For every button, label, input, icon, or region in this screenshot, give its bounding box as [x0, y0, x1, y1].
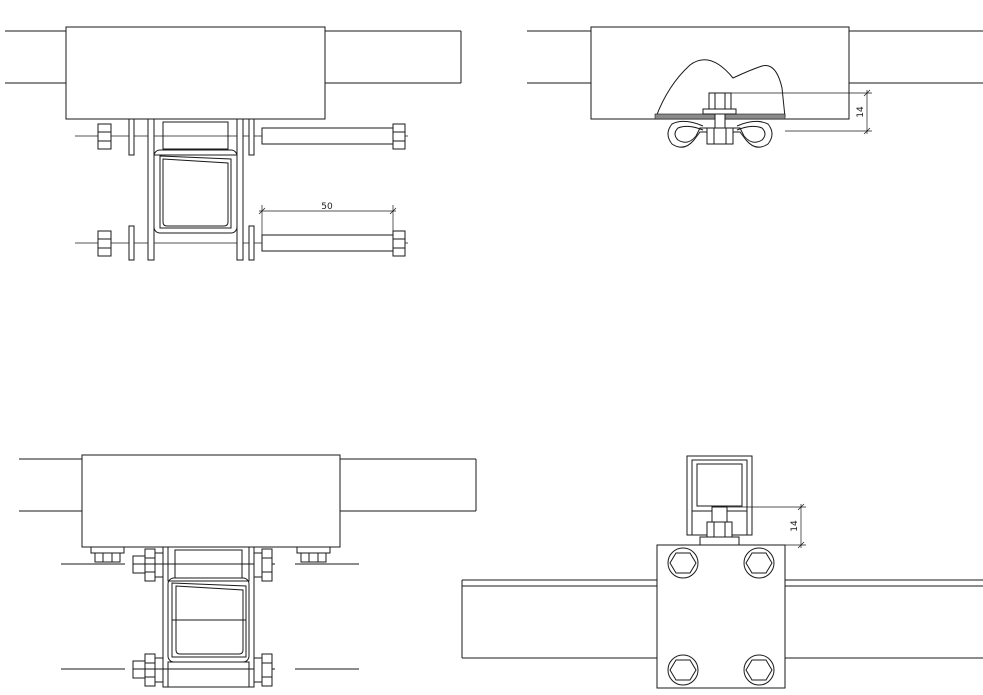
hex-bolt-bottom-right [743, 654, 775, 686]
beam [527, 30, 983, 84]
dimension-label: 50 [321, 202, 333, 212]
beam [19, 458, 477, 512]
dimension-50: 50 [258, 202, 397, 235]
hex-nut-left-upper [97, 123, 112, 150]
clamp-body [162, 546, 255, 688]
hex-nut-right [296, 546, 331, 563]
beam [5, 30, 462, 84]
bolt-assembly [702, 92, 737, 129]
view-bottom-left [19, 454, 477, 688]
dimension-14: 14 [727, 503, 806, 549]
dimension-label: 14 [856, 106, 866, 118]
hex-nut-left-lower [97, 230, 112, 257]
hex-bolt-top-right [743, 547, 775, 579]
clamp-plate [81, 454, 341, 548]
bolt-shaft-lower [261, 230, 406, 257]
bolt-shaft-upper [261, 123, 406, 150]
break-line [655, 59, 786, 118]
beam [461, 579, 983, 659]
view-top-right: 14 [527, 26, 983, 148]
clamp-plate [656, 544, 786, 689]
bolt-lower [132, 653, 275, 687]
clamp-plate [65, 26, 326, 120]
washer-plates [128, 118, 255, 261]
dimension-label: 14 [790, 520, 800, 532]
dimension-14: 14 [731, 89, 872, 135]
hex-nut [706, 127, 734, 145]
hex-bolt-top-left [667, 547, 699, 579]
clamp-body [153, 118, 238, 234]
view-bottom-right: 14 [461, 455, 983, 689]
view-top-left: 50 [5, 26, 462, 261]
bolt-upper [132, 548, 275, 582]
hex-bolt-bottom-left [667, 654, 699, 686]
hex-nut-left [90, 546, 125, 563]
